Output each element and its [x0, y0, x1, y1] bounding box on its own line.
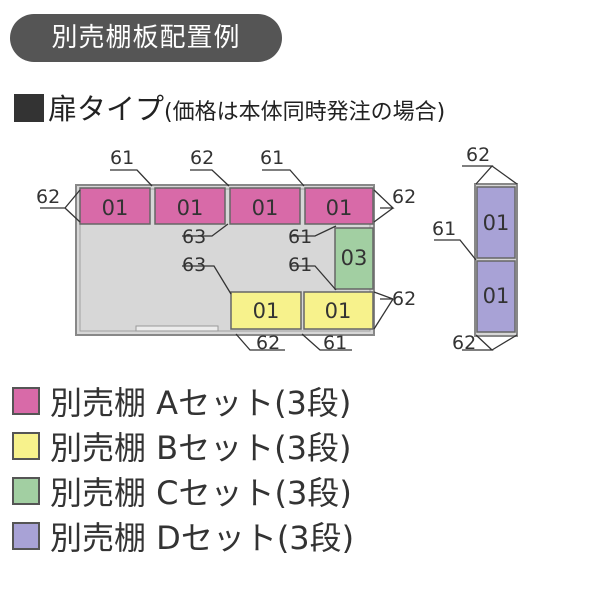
- shelf-a-4: [304, 187, 374, 225]
- leader-line: [290, 225, 337, 237]
- shelf-c-1-label: 03: [341, 246, 368, 270]
- leader-line: [110, 169, 153, 187]
- legend-swatch-b: [12, 431, 40, 460]
- leader-line: [491, 334, 518, 351]
- shelf-a-2: [154, 187, 226, 225]
- code-label: 61: [323, 332, 347, 354]
- shelf-b-2: [303, 291, 374, 330]
- code-label: 62: [466, 144, 490, 166]
- legend-item-c: 別売棚 Cセット(3段): [12, 468, 354, 513]
- leader-line: [262, 169, 305, 187]
- legend-label-d: 別売棚 Dセット(3段): [50, 518, 355, 557]
- shelf-a-1-label: 01: [102, 196, 129, 220]
- legend-swatch-d: [12, 521, 40, 550]
- shelf-a-2-label: 01: [177, 196, 204, 220]
- square-bullet-icon: [14, 94, 44, 122]
- legend: 別売棚 Aセット(3段) 別売棚 Bセット(3段) 別売棚 Cセット(3段) 別…: [12, 378, 354, 558]
- code-label: 63: [182, 254, 206, 276]
- shelf-d-2: [476, 260, 516, 333]
- leader-line: [64, 207, 81, 223]
- heading-note: (価格は本体同時発注の場合): [164, 100, 446, 125]
- leader-line: [190, 169, 230, 187]
- section-heading: 扉タイプ(価格は本体同時発注の場合): [14, 86, 445, 128]
- heading-title: 扉タイプ: [48, 92, 165, 126]
- leader-line: [373, 291, 394, 300]
- door-rail: [135, 325, 219, 332]
- leader-line: [434, 239, 477, 261]
- section-tag: 別売棚板配置例: [10, 14, 282, 62]
- shelf-d-1: [476, 186, 516, 259]
- code-label: 62: [256, 332, 280, 354]
- leader-line: [235, 333, 285, 351]
- code-label: 61: [110, 147, 134, 169]
- leader-line: [182, 223, 229, 237]
- legend-item-b: 別売棚 Bセット(3段): [12, 423, 354, 468]
- shelf-d-2-label: 01: [483, 284, 510, 308]
- code-label: 61: [432, 218, 456, 240]
- legend-swatch-c: [12, 476, 40, 505]
- leader-line: [491, 165, 518, 185]
- legend-swatch-a: [12, 386, 40, 415]
- leader-line: [301, 333, 352, 351]
- shelf-b-1: [230, 291, 302, 330]
- shelf-b-1-label: 01: [253, 299, 280, 323]
- shelf-c-1: [334, 227, 374, 290]
- leader-line: [290, 265, 337, 291]
- legend-label-b: 別売棚 Bセット(3段): [50, 428, 352, 467]
- leader-line: [373, 189, 395, 209]
- shelf-a-4-label: 01: [326, 196, 353, 220]
- code-label: 62: [190, 147, 214, 169]
- leader-line: [373, 207, 394, 223]
- legend-label-c: 別売棚 Cセット(3段): [50, 473, 352, 512]
- code-label: 62: [452, 332, 476, 354]
- code-label: 61: [260, 147, 284, 169]
- leader-line: [182, 265, 232, 295]
- shelf-b-2-label: 01: [325, 299, 352, 323]
- shelf-a-3-label: 01: [252, 196, 279, 220]
- legend-label-a: 別売棚 Aセット(3段): [50, 383, 352, 422]
- code-label: 62: [36, 186, 60, 208]
- code-label: 61: [288, 254, 312, 276]
- legend-item-a: 別売棚 Aセット(3段): [12, 378, 354, 423]
- leader-line: [373, 298, 394, 330]
- code-label: 62: [392, 288, 416, 310]
- shelf-a-1: [79, 187, 151, 225]
- shelf-d-1-label: 01: [483, 211, 510, 235]
- code-label: 61: [288, 226, 312, 248]
- legend-item-d: 別売棚 Dセット(3段): [12, 513, 354, 558]
- leader-line: [462, 165, 494, 185]
- shelf-a-3: [229, 187, 301, 225]
- code-label: 62: [392, 186, 416, 208]
- code-label: 63: [182, 226, 206, 248]
